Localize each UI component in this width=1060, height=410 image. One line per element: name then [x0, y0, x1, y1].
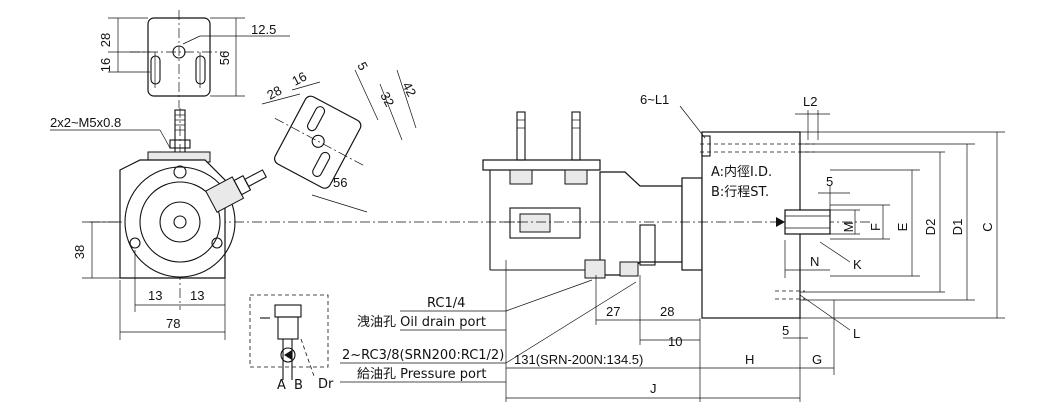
legend-b: B:行程ST. [711, 185, 769, 200]
dim-78: 78 [166, 316, 180, 331]
rotated-mounting-plate [261, 69, 417, 213]
dim-e: E [895, 222, 910, 231]
dim-13-right: 13 [190, 288, 204, 303]
schematic-label-b: B [294, 378, 303, 393]
main-assembly [482, 105, 1005, 402]
schematic-label-a: A [277, 378, 286, 393]
dim-h: H [745, 352, 754, 367]
dim-6-l1: 6~L1 [640, 92, 669, 107]
port-pressure: 給油孔 Pressure port [357, 367, 486, 382]
dim-13-left: 13 [148, 288, 162, 303]
dim-10: 10 [668, 334, 682, 349]
dim-27: 27 [606, 304, 620, 319]
hydraulic-schematic [249, 294, 329, 380]
legend-a: A:内徑I.D. [711, 164, 772, 180]
dim-28-bottom: 28 [660, 304, 674, 319]
dim-l: L [853, 326, 860, 341]
dim-42-rot: 42 [399, 79, 419, 99]
dim-f: F [868, 223, 883, 231]
screw-callout: 2x2~M5x0.8 [50, 115, 121, 130]
port-drain: 洩油孔 Oil drain port [357, 315, 486, 330]
top-mounting-plate [108, 10, 290, 108]
dim-12-5: 12.5 [251, 22, 276, 37]
dim-k: K [853, 257, 862, 272]
dim-5-top: 5 [826, 174, 833, 189]
port-rc38: 2~RC3/8(SRN200:RC1/2) [342, 348, 504, 363]
dim-56-rot: 56 [333, 175, 347, 190]
dim-d1: D1 [950, 219, 965, 236]
dim-16-top: 16 [98, 58, 113, 72]
port-rc14: RC1/4 [427, 296, 465, 311]
side-view [50, 108, 520, 340]
dim-16-rot: 16 [289, 69, 309, 89]
dim-131: 131(SRN-200N:134.5) [514, 352, 643, 367]
dim-d2: D2 [923, 219, 938, 236]
dim-38: 38 [72, 245, 87, 259]
dim-j: J [650, 381, 657, 396]
dim-28-rot: 28 [264, 83, 284, 103]
dim-32-rot: 32 [377, 89, 397, 109]
dim-c: C [980, 222, 995, 231]
port-leaders [340, 279, 637, 383]
dim-5-rot: 5 [354, 59, 371, 72]
dim-n: N [810, 254, 819, 269]
dim-g: G [812, 352, 822, 367]
dim-56-top: 56 [217, 51, 232, 65]
dim-l2: L2 [803, 94, 817, 109]
dim-5-bottom: 5 [782, 323, 789, 338]
schematic-label-dr: Dr [318, 377, 334, 392]
dim-m: M [841, 222, 856, 233]
dim-28-top: 28 [98, 33, 113, 47]
